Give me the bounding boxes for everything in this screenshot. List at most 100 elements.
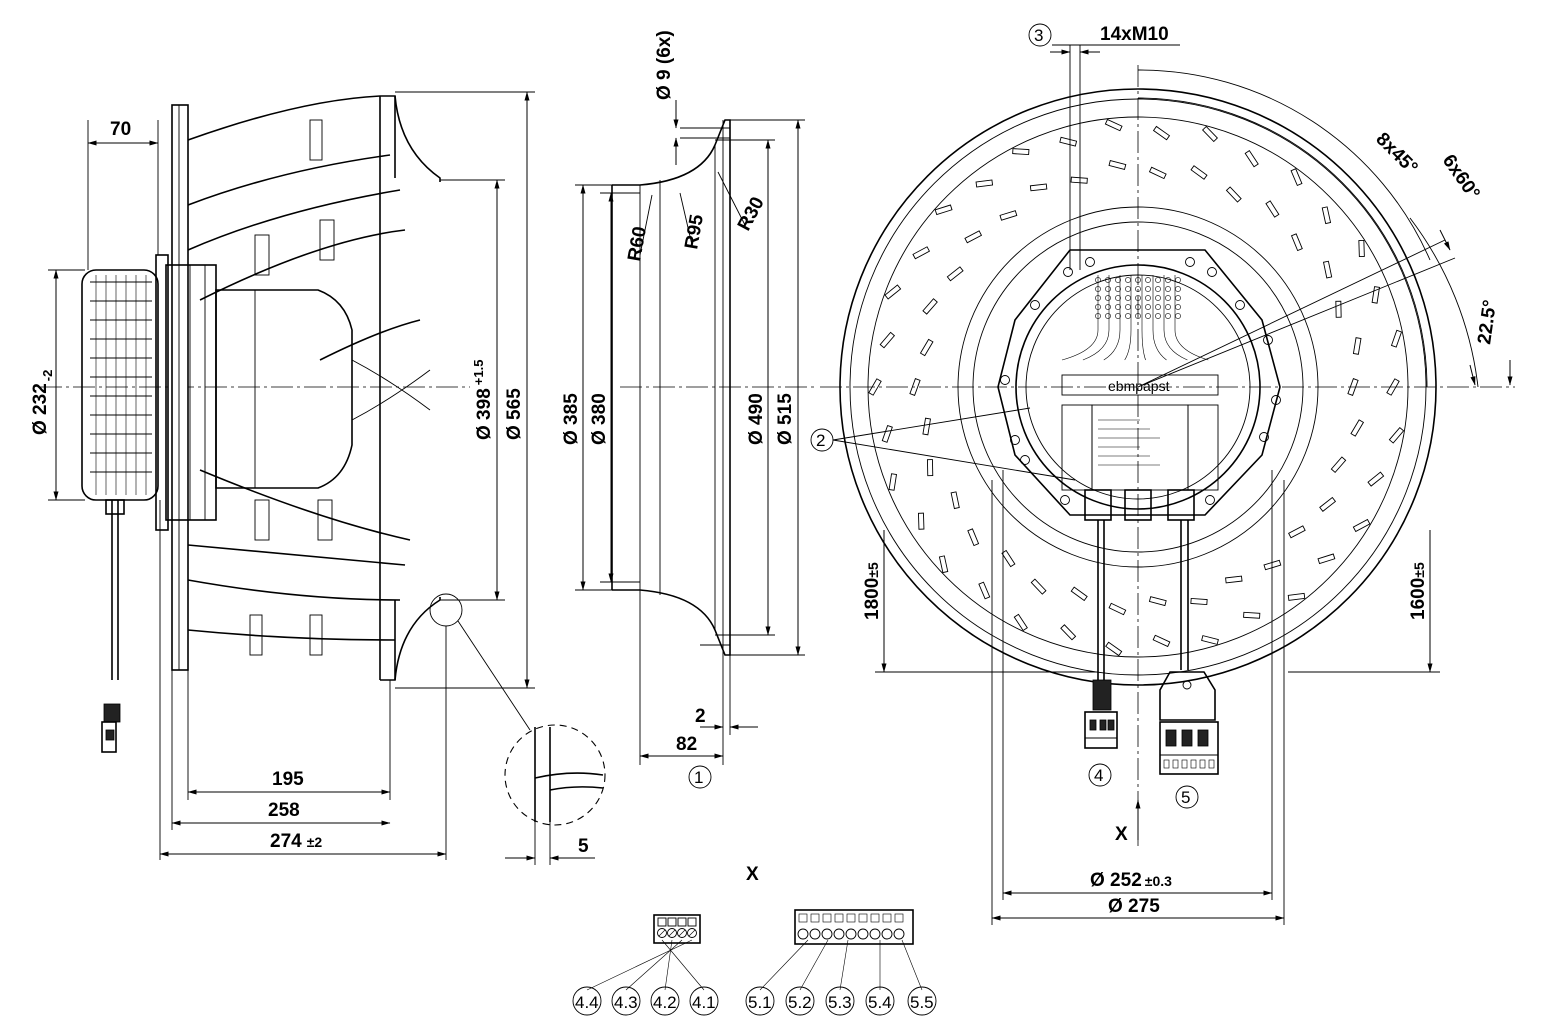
screw-slot bbox=[668, 929, 676, 937]
pin-label-circle bbox=[745, 986, 775, 1016]
terminal-pin bbox=[1135, 304, 1141, 310]
blade-slot bbox=[950, 491, 960, 510]
connector-5 bbox=[1159, 671, 1219, 775]
terminal-pin bbox=[1135, 295, 1141, 301]
callout-3: 3 bbox=[1034, 26, 1043, 45]
terminal-pin bbox=[1145, 304, 1151, 310]
radius-r95: R95 bbox=[681, 212, 708, 250]
terminal-pin bbox=[1095, 277, 1101, 283]
pin-label-4-1: 4.1 bbox=[692, 993, 716, 1012]
terminal-pin bbox=[1105, 313, 1111, 319]
blade-slot bbox=[1070, 586, 1088, 602]
pin-label-circle bbox=[689, 986, 719, 1016]
pin-label-circle bbox=[650, 986, 680, 1016]
bolt-hole bbox=[1085, 257, 1095, 267]
terminal-pin bbox=[1155, 313, 1161, 319]
pin-label-circle bbox=[611, 986, 641, 1016]
terminal-pin bbox=[1115, 304, 1121, 310]
dim-232: Ø 232-2 bbox=[30, 370, 55, 435]
blade-slot bbox=[919, 338, 934, 357]
blade-slot bbox=[1352, 337, 1362, 355]
blade-slot bbox=[964, 230, 983, 244]
radius-r30: R30 bbox=[734, 194, 769, 235]
blade-slot bbox=[1367, 471, 1385, 487]
terminal-pin bbox=[1115, 295, 1121, 301]
blade-slot bbox=[1152, 634, 1171, 648]
blade-slot bbox=[1352, 518, 1371, 533]
dim-5: 5 bbox=[578, 836, 589, 857]
terminal-slot bbox=[810, 913, 820, 923]
blade-slot bbox=[879, 331, 896, 349]
terminal-pin bbox=[1125, 295, 1131, 301]
blade-slot bbox=[1190, 597, 1208, 606]
bolt-hole bbox=[1030, 300, 1040, 310]
pin-label-5-2: 5.2 bbox=[788, 993, 812, 1012]
view-x-title: X bbox=[746, 864, 759, 885]
terminal-pin bbox=[1165, 286, 1171, 292]
dim-380: Ø 380 bbox=[589, 393, 610, 445]
blade-slot bbox=[884, 284, 902, 300]
radius-r60: R60 bbox=[624, 225, 651, 263]
blade-slot bbox=[1317, 553, 1336, 565]
blade-slot bbox=[1202, 125, 1218, 143]
view-x-arrow-label: X bbox=[1115, 824, 1128, 845]
terminal-pin bbox=[1095, 295, 1101, 301]
terminal-pin bbox=[1105, 295, 1111, 301]
terminal-pin bbox=[1115, 286, 1121, 292]
blade-slot bbox=[1290, 168, 1303, 187]
terminal-screw bbox=[657, 928, 667, 938]
circuit-trace bbox=[1152, 275, 1167, 361]
blade-slot bbox=[1059, 136, 1078, 147]
terminal-pin bbox=[1105, 277, 1111, 283]
blade-slot bbox=[922, 298, 938, 315]
bolt-hole bbox=[1020, 455, 1030, 465]
terminal-pin bbox=[1175, 286, 1181, 292]
blade-slot bbox=[1108, 160, 1127, 170]
terminal-pin bbox=[1175, 313, 1181, 319]
dim-2: 2 bbox=[695, 706, 706, 727]
pin-label-circle bbox=[825, 986, 855, 1016]
terminal-slot bbox=[858, 913, 868, 923]
terminal-pin bbox=[1145, 295, 1151, 301]
bolt-hole bbox=[1063, 267, 1073, 277]
terminal-pin bbox=[1145, 313, 1151, 319]
terminal-pin bbox=[1155, 295, 1161, 301]
circuit-trace bbox=[1124, 275, 1132, 361]
terminal-pin bbox=[1155, 277, 1161, 283]
blade-slot bbox=[1290, 233, 1303, 252]
terminal-screw bbox=[881, 928, 893, 940]
circuit-trace bbox=[1103, 275, 1121, 361]
dim-195: 195 bbox=[272, 769, 304, 790]
dim-258: 258 bbox=[268, 800, 300, 821]
blade-slot bbox=[967, 528, 980, 547]
terminal-slot bbox=[822, 913, 832, 923]
terminal-screw bbox=[809, 928, 821, 940]
pin-leader bbox=[661, 939, 705, 991]
connector-pin bbox=[1172, 759, 1179, 769]
pin-leader bbox=[799, 939, 829, 991]
blade-slot bbox=[1225, 575, 1243, 584]
circuit-trace bbox=[1061, 275, 1099, 361]
terminal-pin bbox=[1115, 313, 1121, 319]
terminal-screw bbox=[797, 928, 809, 940]
pin-label-4-2: 4.2 bbox=[653, 993, 677, 1012]
pin-leader bbox=[625, 939, 683, 991]
callout-5: 5 bbox=[1181, 788, 1190, 807]
blade-slot bbox=[1390, 329, 1403, 348]
impeller-blades bbox=[187, 95, 431, 656]
blade-slot bbox=[1001, 549, 1016, 568]
pin-label-circle bbox=[785, 986, 815, 1016]
blade-slot bbox=[1030, 578, 1047, 595]
bolt-hole bbox=[1259, 432, 1269, 442]
blade-slot bbox=[934, 204, 953, 216]
bolt-hole bbox=[1185, 257, 1195, 267]
terminal-pin bbox=[1095, 313, 1101, 319]
pin-leader bbox=[586, 939, 693, 991]
dim-398: Ø 398+1.5 bbox=[471, 360, 495, 440]
dim-70: 70 bbox=[110, 119, 131, 140]
dim-252: Ø 252±0.3 bbox=[1090, 870, 1172, 891]
pin-label-4-3: 4.3 bbox=[614, 993, 638, 1012]
callout-1: 1 bbox=[694, 768, 703, 787]
terminal-slot bbox=[870, 913, 880, 923]
